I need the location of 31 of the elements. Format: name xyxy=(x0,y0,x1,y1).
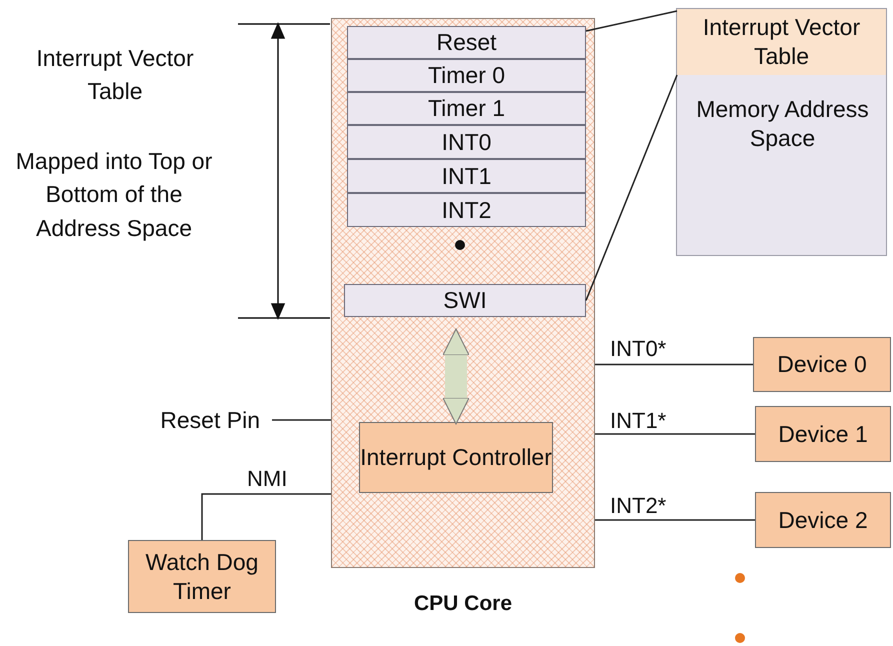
connector-line xyxy=(272,419,331,421)
note-text: Mapped into Top or Bottom of the Address Space xyxy=(14,147,214,243)
vector-table-entry: INT1 xyxy=(347,159,586,193)
edge-label: NMI xyxy=(247,466,288,492)
arrow xyxy=(442,328,470,424)
vector-table-entry: Timer 1 xyxy=(347,92,586,125)
connector-line xyxy=(595,519,755,521)
box-label: Memory Address Space xyxy=(695,95,870,152)
process-box: Device 2 xyxy=(755,492,891,548)
vector-table-entry: INT2 xyxy=(347,193,586,227)
connector-line xyxy=(586,10,678,32)
process-box: Device 0 xyxy=(753,337,891,392)
block-title: CPU Core xyxy=(412,591,514,617)
process-box: Device 1 xyxy=(755,406,891,462)
vector-table-entry: Reset xyxy=(347,26,586,59)
vector-table-entry: SWI xyxy=(344,284,586,317)
vector-table-entry: INT0 xyxy=(347,125,586,159)
edge-label: INT0* xyxy=(610,336,666,362)
vector-table-entry: Timer 0 xyxy=(347,59,586,92)
note-text: Interrupt Vector Table xyxy=(35,44,195,106)
memory-map-box xyxy=(676,8,887,256)
pin-label: Reset Pin xyxy=(130,406,260,434)
edge-label: INT1* xyxy=(610,408,666,434)
process-box: Watch Dog Timer xyxy=(128,540,276,613)
connector-line xyxy=(595,364,753,366)
connector-line xyxy=(595,433,755,435)
table-band: Interrupt Vector Table xyxy=(677,9,886,75)
edge-label: INT2* xyxy=(610,493,666,519)
connector-line xyxy=(585,74,678,301)
connector-line xyxy=(201,493,331,540)
process-box: Interrupt Controller xyxy=(359,422,553,493)
